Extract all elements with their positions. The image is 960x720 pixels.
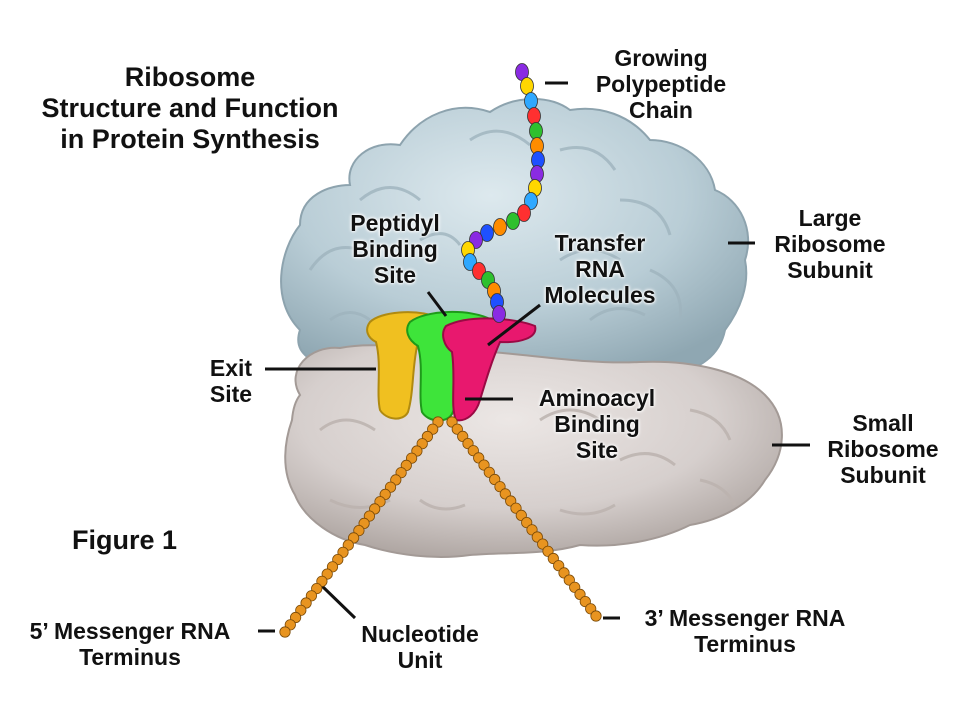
- label-5-prime-mrna-terminus: 5’ Messenger RNA Terminus: [29, 618, 231, 670]
- amino-acid-bead: [524, 192, 538, 210]
- label-exit-site: Exit Site: [209, 355, 253, 407]
- title-line-1: Ribosome: [124, 62, 256, 92]
- amino-acid-bead: [480, 224, 494, 242]
- growing-polypeptide-chain: [461, 63, 545, 323]
- figure-label: Figure 1: [72, 525, 178, 555]
- amino-acid-bead: [492, 305, 506, 323]
- amino-acid-bead: [527, 107, 541, 125]
- label-nucleotide-unit: Nucleotide Unit: [361, 621, 479, 673]
- amino-acid-bead: [517, 204, 531, 222]
- label-peptidyl-binding-site: Peptidyl Binding Site: [350, 210, 440, 288]
- label-transfer-rna-molecules: Transfer RNA Molecules: [544, 230, 656, 308]
- label-aminoacyl-binding-site: Aminoacyl Binding Site: [538, 385, 656, 463]
- amino-acid-bead: [493, 218, 507, 236]
- label-growing-polypeptide-chain: Growing Polypeptide Chain: [595, 45, 727, 123]
- large-ribosome-subunit: [280, 98, 750, 377]
- mrna-nucleotide: [590, 610, 602, 622]
- title-line-2: Structure and Function: [41, 93, 339, 123]
- diagram-title: Ribosome Structure and Function in Prote…: [0, 62, 380, 155]
- label-large-ribosome-subunit: Large Ribosome Subunit: [774, 205, 886, 283]
- leader-lines: [258, 81, 810, 633]
- amino-acid-bead: [529, 122, 543, 140]
- amino-acid-bead: [520, 77, 534, 95]
- amino-acid-bead: [524, 92, 538, 110]
- mrna-strand: [279, 416, 602, 638]
- label-small-ribosome-subunit: Small Ribosome Subunit: [827, 410, 939, 488]
- label-3-prime-mrna-terminus: 3’ Messenger RNA Terminus: [644, 605, 846, 657]
- amino-acid-bead: [506, 212, 520, 230]
- title-line-3: in Protein Synthesis: [60, 124, 320, 154]
- mrna-nucleotide: [279, 626, 291, 638]
